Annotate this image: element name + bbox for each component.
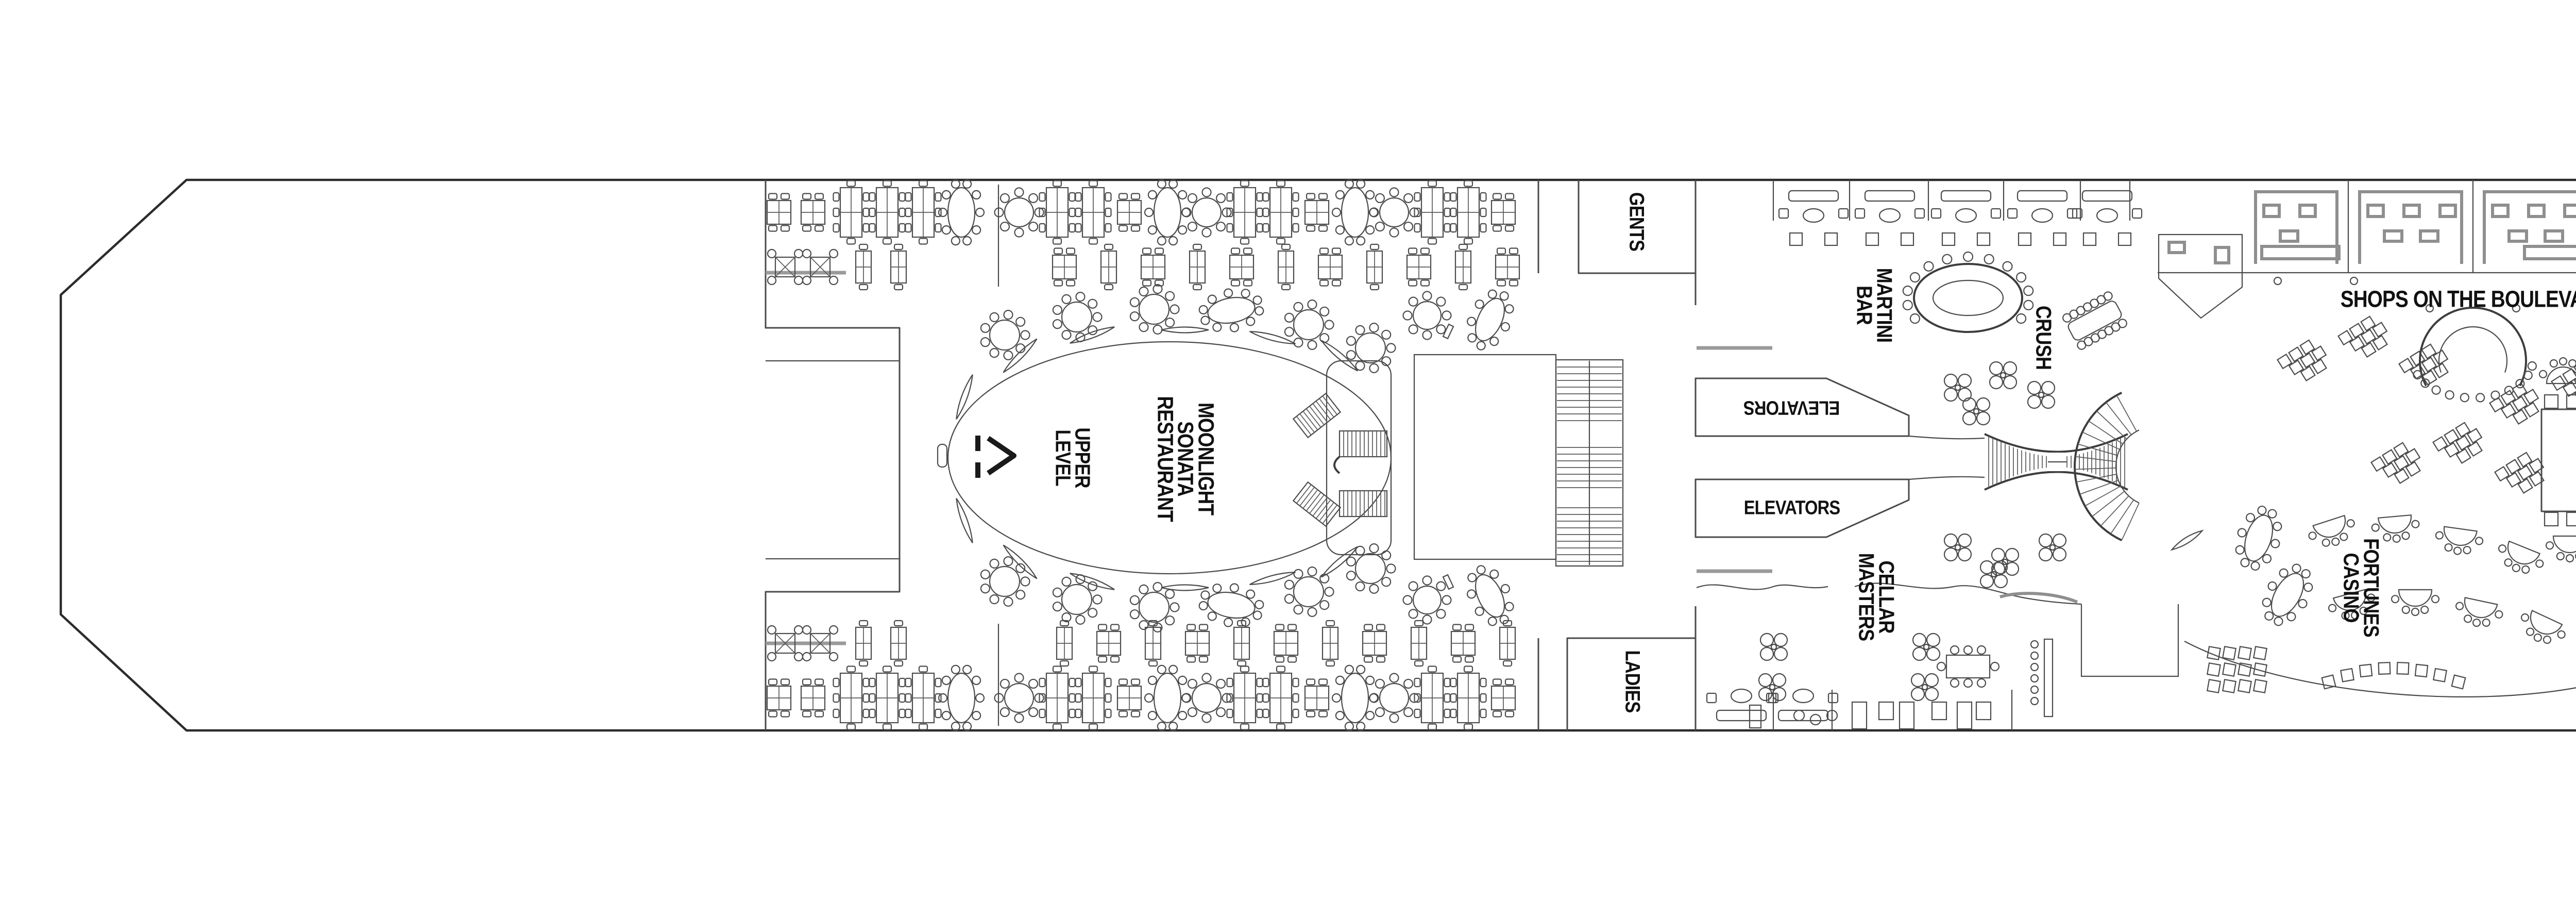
room-label-elevators-forward-starboard: ELEVATORS bbox=[1743, 497, 1840, 519]
room-label-shops-on-the-boulevard: SHOPS ON THE BOULEVARD bbox=[2340, 286, 2576, 312]
room-label-fortunes-casino: FORTUNES CASINO bbox=[2340, 538, 2384, 637]
ship-hull-outline bbox=[59, 178, 2576, 732]
room-label-cellar-masters: CELLAR MASTERS bbox=[1855, 553, 1899, 641]
room-label-upper-level: UPPER LEVEL bbox=[1052, 427, 1095, 488]
room-label-crush: CRUSH bbox=[2031, 305, 2056, 370]
room-label-martini-bar: MARTINI BAR bbox=[1853, 268, 1897, 343]
room-label-ladies-forward: LADIES bbox=[1621, 650, 1644, 713]
room-label-gents-forward: GENTS bbox=[1625, 192, 1648, 252]
room-label-moonlight-sonata-restaurant: MOONLIGHT SONATA RESTAURANT bbox=[1153, 396, 1218, 522]
room-label-elevators-forward-port: ELEVATORS bbox=[1743, 396, 1840, 419]
